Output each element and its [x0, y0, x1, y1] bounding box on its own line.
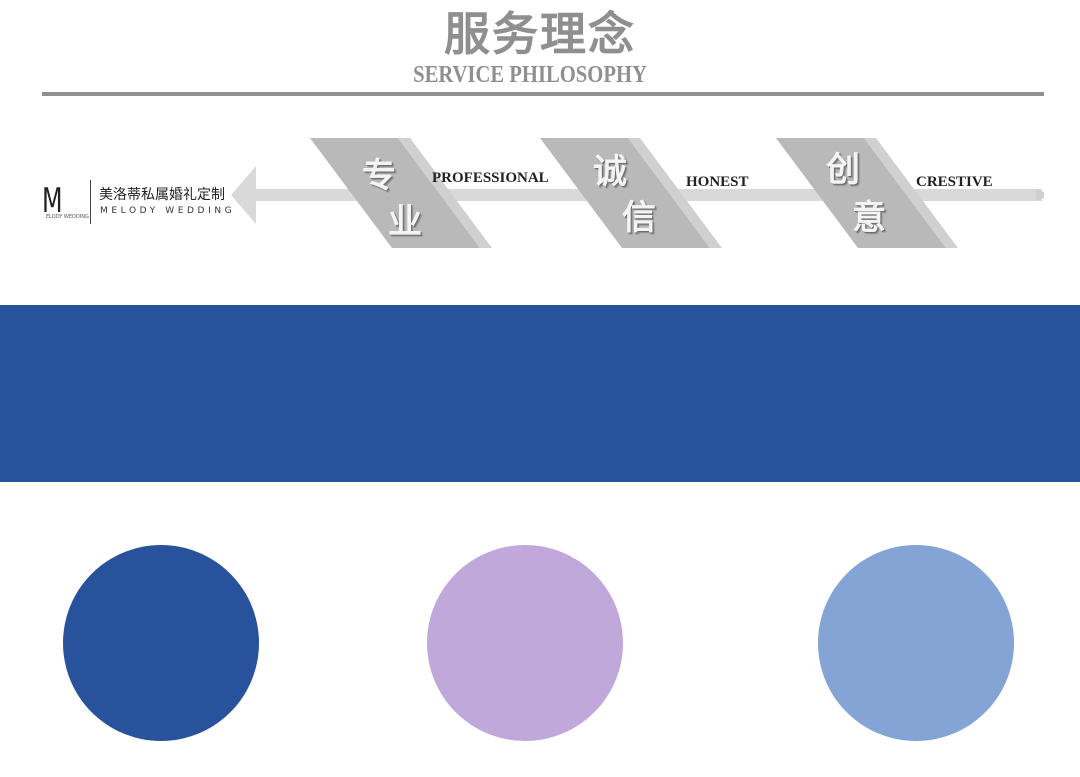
value-2-char-bottom: 信 [622, 198, 656, 238]
color-circle-2 [427, 545, 623, 741]
logo-mark: M [42, 181, 63, 221]
value-1-char-top: 专 [362, 156, 396, 196]
blue-banner [0, 305, 1080, 482]
value-chip-2 [540, 138, 722, 248]
arrow-head [231, 166, 256, 224]
logo-mark-subtext: ELODY WEDDING [46, 214, 89, 220]
color-circle-3 [818, 545, 1014, 741]
value-chip-1 [310, 138, 492, 248]
page-title: 服务理念 [444, 7, 636, 61]
value-1-char-bottom: 业 [388, 202, 422, 242]
value-2-label: HONEST [686, 174, 749, 190]
value-1-label: PROFESSIONAL [432, 170, 549, 186]
value-3-char-bottom: 意 [852, 198, 886, 238]
arrow-tail [1036, 189, 1044, 201]
logo-name-zh: 美洛蒂私属婚礼定制 [99, 187, 225, 203]
value-chip-3 [776, 138, 958, 248]
logo-name-en: MELODY WEDDING [100, 206, 236, 216]
logo-divider [90, 180, 91, 224]
value-3-char-top: 创 [826, 150, 860, 190]
value-3-label: CRESTIVE [916, 174, 993, 190]
color-circle-1 [63, 545, 259, 741]
value-2-char-top: 诚 [593, 152, 627, 192]
values-flow-arrow [231, 138, 1044, 248]
brand-logo: M ELODY WEDDING 美洛蒂私属婚礼定制 MELODY WEDDING [42, 178, 232, 228]
page-subtitle: SERVICE PHILOSOPHY [413, 62, 647, 88]
title-divider [42, 92, 1044, 96]
